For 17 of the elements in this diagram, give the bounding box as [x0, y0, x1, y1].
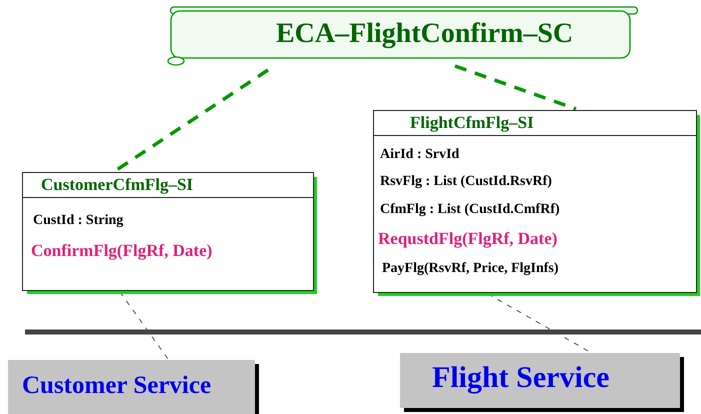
attribute-text: AirId : SrvId	[380, 147, 460, 163]
attribute-text: RsvFlg : List (CustId.RsvRf)	[380, 174, 552, 190]
connector-line	[114, 68, 269, 172]
attribute-text: CfmFlg : List (CustId.CmfRf)	[380, 202, 560, 218]
method-text: ConfirmFlg(FlgRf, Date)	[31, 241, 212, 261]
class-box	[22, 172, 314, 291]
service-box: Customer Service	[8, 360, 255, 414]
connector-line	[454, 64, 577, 111]
method-text: RequstdFlg(FlgRf, Date)	[378, 229, 558, 249]
service-box: Flight Service	[400, 353, 680, 408]
attribute-text: PayFlg(RsvRf, Price, FlgInfs)	[382, 261, 559, 277]
class-box	[373, 110, 697, 293]
class-name: FlightCfmFlg–SI	[374, 111, 696, 136]
class-name: CustomerCfmFlg–SI	[23, 173, 313, 198]
attribute-text: CustId : String	[33, 213, 124, 229]
connector-line	[120, 292, 168, 360]
scroll-title: ECA–FlightConfirm–SC	[276, 18, 574, 50]
